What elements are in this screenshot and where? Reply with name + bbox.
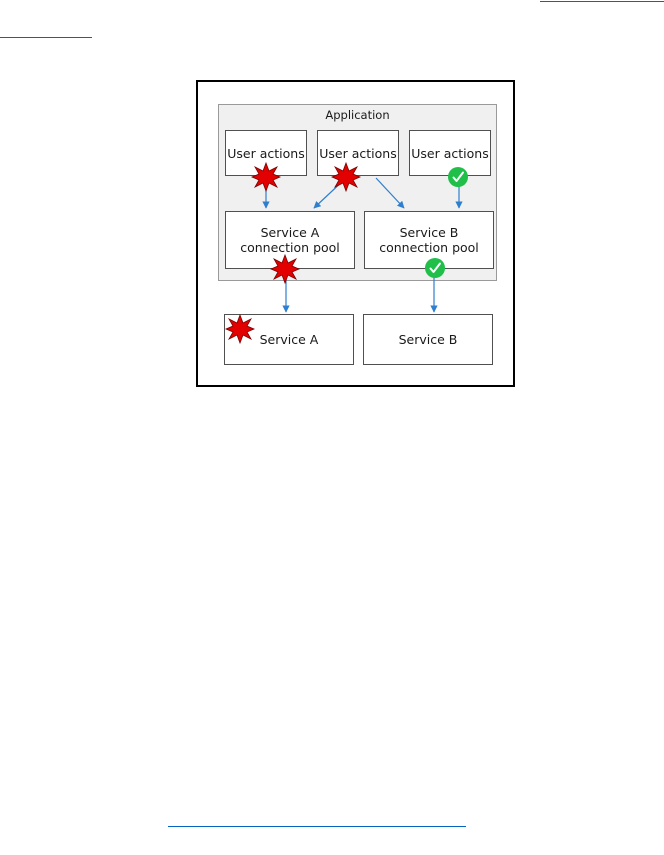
green-checkmark-icon	[425, 258, 445, 278]
service-a-connection-pool-box: Service A connection pool	[225, 211, 355, 269]
diagram-connectors	[224, 161, 468, 345]
red-explosion-star-icon	[250, 161, 282, 193]
application-label: Application	[325, 108, 390, 122]
hyperlink-underline-top[interactable]	[540, 1, 664, 2]
user-actions-box-3: User actions	[409, 130, 491, 176]
diagram-frame: Application User actions User actions Us…	[196, 80, 515, 387]
user-actions-box-2: User actions	[317, 130, 399, 176]
red-explosion-star-icon	[269, 253, 301, 285]
arrow-ua2-to-pool-b	[375, 177, 405, 209]
red-explosion-star-icon	[224, 313, 256, 345]
hyperlink-underline-continued[interactable]	[0, 37, 92, 38]
service-b-box: Service B	[363, 314, 493, 365]
green-checkmark-icon	[448, 167, 468, 187]
hyperlink-underline-bottom[interactable]	[168, 826, 466, 827]
application-container: Application User actions User actions Us…	[218, 104, 497, 281]
service-b-connection-pool-box: Service B connection pool	[364, 211, 494, 269]
service-a-box: Service A	[224, 314, 354, 365]
red-explosion-star-icon	[330, 161, 362, 193]
